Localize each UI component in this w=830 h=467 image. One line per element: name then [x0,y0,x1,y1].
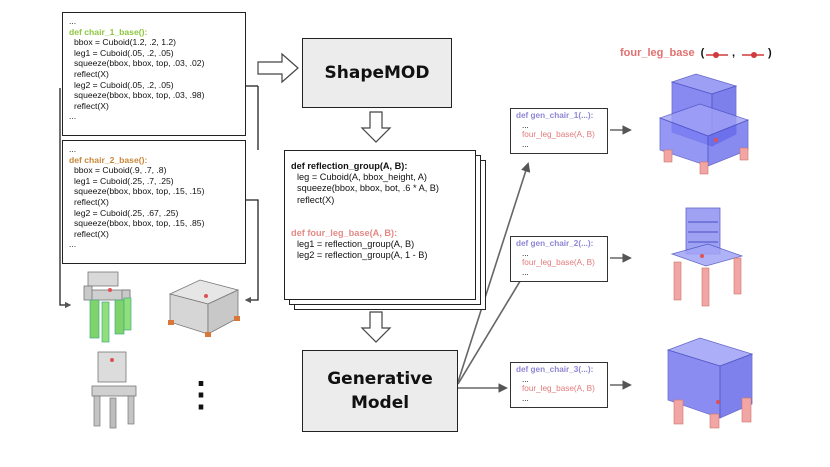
code-line: leg2 = reflection_group(A, 1 - B) [297,250,428,261]
reflection-group-header: def reflection_group(A, B): [291,161,408,171]
code-line: ... [69,111,77,122]
code-panel-chair-2: ... def chair_2_base(): bbox = Cuboid(.9… [62,140,246,264]
code-line-four-leg-call: four_leg_base(A, B) [522,384,595,394]
generative-label-line2: Model [350,393,410,413]
code-line: leg1 = Cuboid(.25, .7, .25) [74,175,174,186]
shapemod-label: ShapeMOD [324,63,430,83]
more-examples-ellipsis: ⋮ [184,376,218,414]
code-line: ... [522,248,529,258]
generated-chair-2 [670,207,744,307]
code-line: ... [69,239,77,250]
gen-chair-3-panel: def gen_chair_3(...): ... four_leg_base(… [510,362,608,408]
generated-chair-3 [666,337,754,429]
code-line-four-leg-call: four_leg_base(A, B) [522,258,595,268]
code-line: ... [522,120,529,130]
code-line: leg2 = Cuboid(.25, .67, .25) [74,207,179,218]
hollow-arrow-down-2 [360,311,392,343]
macro-code-block: def reflection_group(A, B): leg = Cuboid… [291,161,477,261]
code-line: ... [522,139,529,149]
gen-chair-2-header: def gen_chair_2(...): [516,239,594,248]
generative-label-line1: Generative [327,369,433,389]
code-line: reflect(X) [74,196,109,207]
legend-close-paren: ) [768,47,772,59]
code-panel-chair-1: ... def chair_1_base(): bbox = Cuboid(1.… [62,12,246,136]
gen-chair-3-header: def gen_chair_3(...): [516,365,594,374]
code-line: squeeze(bbox, bbox, bot, .6 * A, B) [297,183,439,194]
code-line: reflect(X) [74,228,109,239]
code-line: squeeze(bbox, bbox, top, .15, .15) [74,186,205,197]
code-line: ... [522,267,529,277]
code-line: leg2 = Cuboid(.05, .2, .05) [74,79,174,90]
four-leg-base-legend: four_leg_base ( , ) [620,47,772,59]
code-line: ... [69,144,77,154]
generative-model-box: Generative Model [302,350,458,432]
hollow-arrow-to-shapemod [257,52,299,84]
arrow-gen-to-panel1 [457,162,531,383]
gen-chair-1-header: def gen_chair_1(...): [516,111,594,120]
connector-panel1-to-chair1 [59,88,72,309]
code-line: squeeze(bbox, bbox, top, .03, .02) [74,58,205,69]
four-leg-base-header: def four_leg_base(A, B): [291,227,398,238]
code-line: squeeze(bbox, bbox, top, .03, .98) [74,90,205,101]
legend-leg-glyph-2 [742,52,764,58]
code-line-four-leg-call: four_leg_base(A, B) [522,130,595,140]
shapemod-box: ShapeMOD [302,38,452,108]
hollow-arrow-down-1 [360,111,392,143]
code-line: reflect(X) [74,68,109,79]
gen-chair-1-panel: def gen_chair_1(...): ... four_leg_base(… [510,108,608,154]
code-line: leg1 = Cuboid(.05, .2, .05) [74,47,174,58]
code-line: squeeze(bbox, bbox, top, .15, .85) [74,218,205,229]
code-line: leg = Cuboid(A, bbox_height, A) [297,172,427,183]
code-line: ... [522,374,529,384]
arrow-gen-to-panel2 [457,266,529,385]
gen-chair-2-panel: def gen_chair_2(...): ... four_leg_base(… [510,236,608,282]
legend-open-paren: ( [700,47,705,59]
function-header-chair-2: def chair_2_base(): [69,154,148,165]
legend-name: four_leg_base [620,47,695,59]
code-line: ... [522,393,529,403]
code-line: reflect(X) [297,194,335,205]
chair-thumbnail-3 [91,351,137,429]
code-stack-front [284,150,476,300]
chair-thumbnail-1 [83,271,132,343]
function-header-chair-1: def chair_1_base(): [69,26,148,37]
code-line: reflect(X) [74,100,109,111]
code-line: leg1 = reflection_group(A, B) [297,239,415,250]
connector-panel2-to-chair2 [244,199,259,304]
code-line: ... [69,16,77,26]
legend-comma: , [732,47,736,59]
code-line: bbox = Cuboid(1.2, .2, 1.2) [74,37,176,48]
generated-chair-1 [658,73,750,175]
legend-leg-glyph-1 [706,52,728,58]
code-line: bbox = Cuboid(.9, .7, .8) [74,165,167,176]
chair-thumbnail-2 [168,279,240,337]
